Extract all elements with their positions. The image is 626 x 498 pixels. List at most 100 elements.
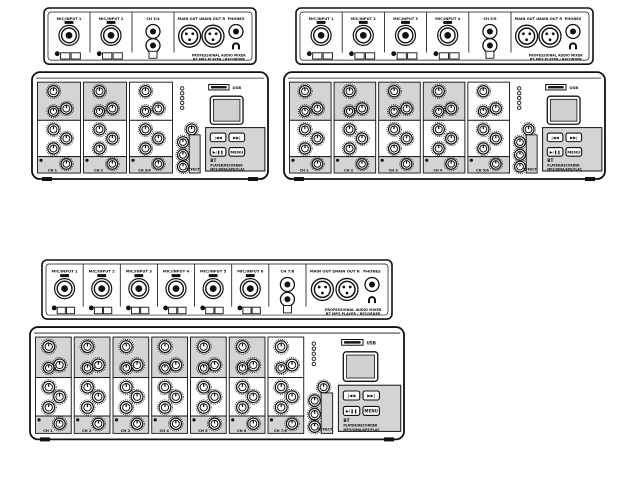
trs-hole xyxy=(570,28,576,35)
knob-scale xyxy=(138,104,153,119)
knob-scale xyxy=(399,156,414,172)
player-button xyxy=(228,147,246,157)
knob xyxy=(315,379,332,395)
knob-body xyxy=(53,390,67,404)
knob xyxy=(40,399,57,416)
knob-scale xyxy=(399,100,415,117)
knob xyxy=(234,399,251,416)
knob xyxy=(234,338,251,355)
trs-hole xyxy=(486,42,493,49)
knob-cap xyxy=(44,364,53,372)
knob xyxy=(443,156,459,172)
foot xyxy=(384,437,394,442)
knob-scale xyxy=(488,130,504,147)
knob xyxy=(90,388,107,405)
channel-strip: CH 3/4 xyxy=(129,81,173,174)
knob-scale xyxy=(92,104,107,119)
knob xyxy=(157,360,173,376)
xlr-pin xyxy=(185,32,188,36)
jack-label: MIC/INPUT 4 xyxy=(435,17,460,21)
knob-scale xyxy=(59,156,74,172)
player-button-label: ▶▶| xyxy=(570,135,577,140)
effect-label: EFFECT xyxy=(523,167,537,171)
brand-line: BT MP3 PLAYER / RECORDER xyxy=(193,57,246,61)
jack-label: CH 7/8 xyxy=(281,270,295,274)
knob-body xyxy=(169,390,183,404)
knob-scale xyxy=(443,156,459,172)
switch-pad xyxy=(407,52,418,60)
xlr-jack xyxy=(177,24,202,48)
foot xyxy=(585,177,595,182)
player-button xyxy=(565,147,583,157)
knob xyxy=(104,130,120,147)
gain-block xyxy=(467,81,510,121)
player-button xyxy=(546,147,564,157)
knob-scale xyxy=(234,379,251,395)
effect-label: EFFECT xyxy=(186,167,200,171)
xlr-jack xyxy=(335,277,359,302)
jack-label: CH 3/4 xyxy=(146,17,160,21)
knob-body xyxy=(42,400,56,414)
xlr-body xyxy=(313,280,332,299)
brand-line: PROFESSIONAL AUDIO MIXER xyxy=(325,308,382,312)
channel-strip: CH 2 xyxy=(73,336,111,434)
knob xyxy=(45,83,62,99)
jack-label: MAIN OUT R xyxy=(201,17,226,21)
bt-label: BT xyxy=(343,418,349,424)
jack-label: MIC/INPUT 3 xyxy=(393,17,418,21)
headphones-icon xyxy=(569,42,577,50)
player-button xyxy=(362,390,380,401)
knob xyxy=(151,156,166,172)
foot xyxy=(248,177,258,182)
combo-jack xyxy=(128,274,150,300)
knob-scale xyxy=(341,140,358,157)
bt-label: BT xyxy=(210,158,216,163)
master-section: EFFECTUSB|◀◀▶▶|▶/❚❚MENUBTPLAYER/RECORDER… xyxy=(175,84,266,175)
bt-label: MP3/WMA/APE/FLAC xyxy=(547,168,582,172)
meter-led xyxy=(311,351,316,356)
knob-scale xyxy=(51,357,68,373)
meter-led xyxy=(517,95,522,101)
jack-latch xyxy=(401,20,410,24)
knob xyxy=(475,83,491,99)
knob-body xyxy=(235,380,249,394)
combo-jack xyxy=(100,20,122,46)
knob xyxy=(341,83,358,99)
xlr-pin xyxy=(545,32,549,36)
switch-48v xyxy=(130,306,141,315)
jack-hole xyxy=(65,32,73,39)
knob-scale xyxy=(431,121,447,137)
player-button xyxy=(362,405,380,416)
knob xyxy=(157,379,173,395)
knob-cap xyxy=(199,403,208,412)
gain-screw xyxy=(433,51,439,57)
bt-label: PLAYER/RECORDER xyxy=(547,164,580,168)
knob-body xyxy=(197,380,211,394)
switch-pad xyxy=(177,306,187,315)
player-button xyxy=(228,132,246,143)
knob xyxy=(137,121,154,137)
knob xyxy=(235,360,250,376)
knob xyxy=(309,130,325,147)
knob xyxy=(40,379,57,395)
knob xyxy=(306,392,323,409)
bt-label: MP3/WMA/APE/FLAC xyxy=(343,428,380,432)
knob xyxy=(195,399,212,416)
switch-48v xyxy=(168,306,178,315)
jack-label: PHONES xyxy=(565,17,582,21)
knob xyxy=(207,416,223,432)
clip-led xyxy=(192,418,196,422)
switch-stereo xyxy=(282,305,292,314)
switch-48v xyxy=(60,52,71,60)
knob-scale xyxy=(387,104,402,119)
xlr-jack xyxy=(514,24,539,48)
jack-hole xyxy=(359,32,367,39)
knob-body xyxy=(119,400,133,414)
jack-latch xyxy=(245,274,255,278)
jack-latch xyxy=(358,20,368,24)
switch-48v xyxy=(312,52,323,60)
xlr-pin xyxy=(525,38,528,42)
combo-jack xyxy=(239,274,261,300)
knob xyxy=(58,100,74,117)
